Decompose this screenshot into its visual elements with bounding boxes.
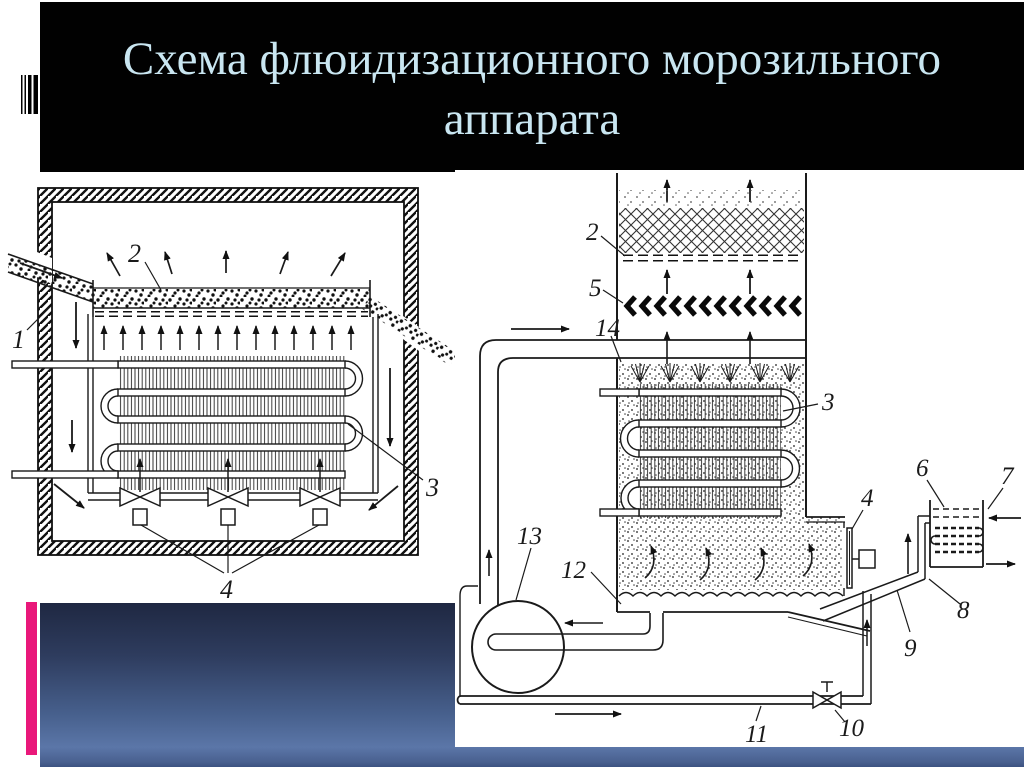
valve-icon: [812, 690, 829, 710]
label-12: 12: [561, 557, 586, 584]
tower-walls: [616, 173, 807, 612]
trough-flow-arrows: [644, 543, 816, 581]
motor-icon: [858, 549, 876, 569]
label-8: 8: [957, 597, 970, 624]
valve-icon: [119, 486, 142, 508]
title-bar: Схема флюидизационного морозильного аппа…: [40, 2, 1024, 172]
discharge-chute: [361, 296, 459, 366]
label-13: 13: [517, 523, 542, 550]
air-arrows-under-grid: [100, 325, 355, 350]
label-4: 4: [861, 485, 874, 512]
inner-duct-walls: [87, 314, 379, 493]
callout-leaders: [515, 235, 1004, 723]
right-diagram-freezer-tower: 2 5 14 3 4 6 7 8 9 10 11 12 13: [455, 170, 1024, 747]
left-diagram-freezer-chamber: 1 2 3 4: [7, 187, 459, 604]
label-4: 4: [220, 575, 233, 604]
label-2: 2: [586, 219, 599, 246]
label-1: 1: [12, 325, 25, 354]
fluidized-bed: [92, 280, 371, 317]
intercooler-tank: [929, 500, 1021, 568]
valve-icon: [299, 486, 322, 508]
chevron-baffles: [623, 295, 802, 317]
mesh-screen: [619, 190, 804, 262]
valve-icon: [207, 486, 230, 508]
return-line-and-valve: [555, 591, 872, 718]
slide-title-line2: аппарата: [443, 93, 621, 145]
label-6: 6: [916, 455, 929, 482]
label-7: 7: [1001, 463, 1015, 490]
label-14: 14: [595, 315, 620, 342]
air-arrows-above-bed: [106, 250, 346, 277]
label-10: 10: [839, 715, 865, 742]
label-3: 3: [821, 389, 835, 416]
immersed-coil: [599, 384, 801, 518]
label-9: 9: [904, 635, 917, 662]
air-duct: [479, 325, 806, 608]
label-3: 3: [425, 473, 439, 502]
accent-stripe: [26, 602, 37, 755]
evaporator-coil: [11, 356, 364, 490]
fan-and-motor: [846, 527, 876, 589]
drain-pipe: [819, 515, 930, 622]
label-11: 11: [745, 721, 768, 747]
liquid-wavy-line: [618, 591, 844, 597]
barcode-icon: [21, 75, 38, 114]
label-5: 5: [589, 275, 602, 302]
slide-title-line1: Схема флюидизационного морозильного: [122, 33, 942, 85]
refrigerant-inlet-pipe: [11, 360, 119, 369]
circulation-arrows: [53, 302, 399, 511]
feed-chute: [7, 253, 94, 303]
blower: [456, 585, 871, 705]
refrigerant-outlet-pipe: [11, 470, 119, 479]
callout-leaders: [26, 261, 424, 574]
spray-jets: [630, 363, 800, 383]
label-2: 2: [128, 239, 141, 268]
mid-air-arrows: [663, 269, 754, 294]
